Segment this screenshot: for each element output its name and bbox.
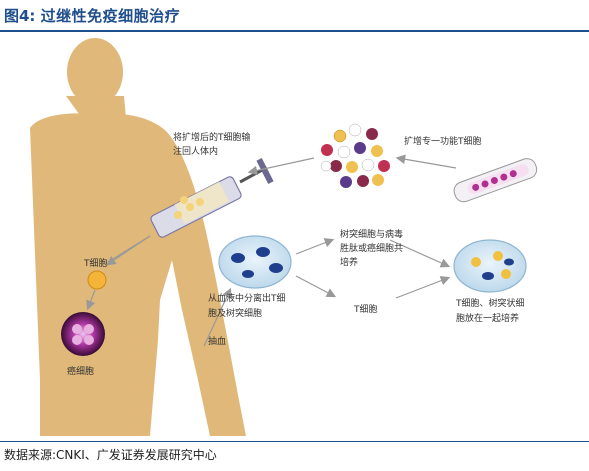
- figure-number: 图4:: [4, 7, 36, 25]
- arrow-cluster-to-syringe: [247, 157, 315, 176]
- arrow-dish-to-dc-culture: [295, 238, 335, 255]
- arrow-dc-culture-to-dish: [389, 239, 451, 268]
- label-dc-culture-2: 胜肽或癌细胞共: [340, 242, 403, 254]
- arrow-t-cell-to-dish: [395, 276, 451, 299]
- label-coculture-1: T细胞、树突状细: [455, 297, 525, 309]
- label-draw-blood: 抽血: [208, 335, 226, 347]
- title-rule: [0, 30, 589, 32]
- figure-title-text: 过继性免疫细胞治疗: [40, 7, 181, 25]
- source-note: 数据来源:CNKI、广发证券发展研究中心: [4, 448, 217, 462]
- label-t-cell: T细胞: [83, 257, 108, 269]
- syringe: [107, 158, 274, 263]
- expanded-t-cell-cluster: [320, 123, 390, 188]
- label-t-cell-mid: T细胞: [353, 303, 378, 315]
- arrow-dish-to-t-cell: [295, 275, 337, 298]
- human-body-silhouette: [30, 38, 246, 437]
- arrow-draw-blood: [203, 287, 232, 347]
- label-reinfuse-2: 注回人体内: [173, 145, 218, 157]
- arrow-syringe-to-t-cell: [106, 235, 151, 266]
- label-cancer-cell: 癌细胞: [67, 365, 94, 377]
- arrow-t-cell-to-cancer: [86, 289, 96, 311]
- label-dc-culture-3: 培养: [340, 256, 358, 268]
- footer-rule: [0, 441, 589, 442]
- figure-title: 图4: 过继性免疫细胞治疗: [4, 3, 585, 29]
- label-expand: 扩增专一功能T细胞: [404, 135, 482, 147]
- petri-dish-blood-cells: [218, 235, 292, 289]
- label-reinfuse-1: 将扩增后的T细胞输: [173, 131, 251, 143]
- t-cell-icon: [87, 270, 107, 290]
- test-tube: [453, 158, 538, 203]
- adoptive-immunotherapy-diagram: 将扩增后的T细胞输 注回人体内 扩增专一功能T细胞 T细胞 癌细胞 从血液中分离…: [30, 38, 538, 437]
- label-dc-culture-1: 树突细胞与病毒: [340, 228, 403, 240]
- arrow-tube-to-cluster: [395, 154, 457, 169]
- label-separate-2: 胞及树突细胞: [208, 307, 262, 319]
- label-separate-1: 从血液中分离出T细: [208, 292, 286, 304]
- label-coculture-2: 胞放在一起培养: [456, 312, 519, 324]
- cancer-cell-icon: [61, 312, 105, 356]
- petri-dish-coculture: [453, 239, 527, 293]
